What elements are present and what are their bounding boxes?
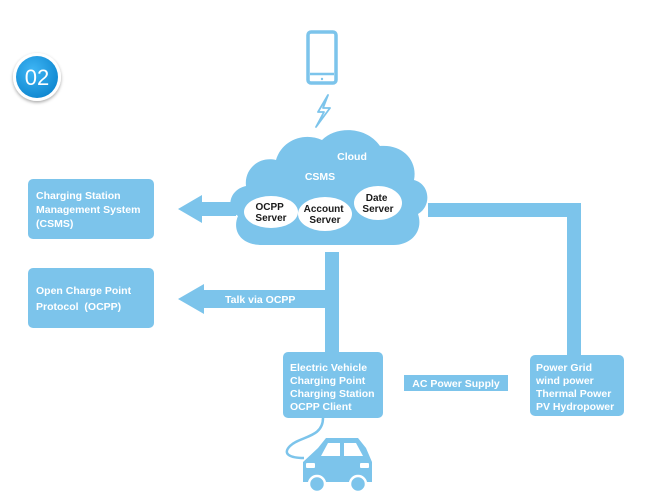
csms-box-line: (CSMS)	[36, 218, 73, 230]
charging-cable	[285, 417, 325, 460]
ocpp-box-line: Open Charge Point	[36, 285, 132, 297]
arrow-to-csms	[178, 195, 236, 223]
ev-box-line: Charging Point	[290, 375, 366, 387]
ev-box-line: OCPP Client	[290, 401, 352, 413]
cloud-label: Cloud	[337, 151, 367, 163]
badge-number: 02	[25, 65, 49, 90]
connector-cloud-to-ev	[325, 252, 339, 352]
csms-box-line: Management System	[36, 204, 140, 216]
date-server-line: Server	[362, 204, 393, 215]
power-grid-box: Power Grid wind power Thermal Power PV H…	[530, 355, 624, 416]
lightning-icon	[315, 94, 331, 128]
svg-text:Electric Vehicle Chargin: Electric Vehicle Charging Point Charging…	[290, 362, 378, 413]
connector-cloud-right	[428, 203, 581, 217]
grid-box-line: Power Grid	[536, 362, 592, 374]
talk-via-ocpp-arrow: Talk via OCPP	[178, 284, 330, 314]
step-badge: 02	[13, 53, 61, 101]
electric-car-icon	[303, 438, 372, 494]
ocpp-box-line: Protocol (OCPP)	[36, 301, 121, 313]
svg-text:Power Grid wind power: Power Grid wind power Thermal Power PV H…	[535, 362, 614, 413]
svg-text:Charging Station Managem: Charging Station Management System (CSMS…	[36, 190, 143, 230]
csms-box-line: Charging Station	[36, 190, 121, 202]
account-server-line: Server	[309, 215, 340, 226]
connector-down-to-grid	[567, 203, 581, 355]
ocpp-server-line: OCPP	[256, 202, 285, 213]
csms-box: Charging Station Management System (CSMS…	[28, 179, 154, 239]
svg-text:Date Server: Date Server	[362, 193, 393, 215]
ev-box-line: Charging Station	[290, 388, 375, 400]
date-server: Date Server	[354, 186, 402, 220]
svg-text:Account Server: Account Server	[304, 204, 347, 226]
grid-box-line: wind power	[535, 375, 594, 387]
ocpp-box: Open Charge Point Protocol (OCPP)	[28, 268, 154, 328]
ocpp-server-line: Server	[255, 213, 286, 224]
svg-text:OCPP Server: OCPP Server	[255, 202, 286, 224]
ocpp-server: OCPP Server	[244, 196, 298, 228]
grid-box-line: Thermal Power	[536, 388, 611, 400]
svg-text:Open Charge Point Protoc: Open Charge Point Protocol (OCPP)	[36, 285, 134, 313]
ac-power-supply-link: AC Power Supply	[404, 375, 508, 391]
date-server-line: Date	[366, 193, 388, 204]
ev-charging-box: Electric Vehicle Charging Point Charging…	[283, 352, 383, 418]
account-server: Account Server	[298, 197, 352, 231]
grid-box-line: PV Hydropower	[536, 401, 614, 413]
talk-via-ocpp-label: Talk via OCPP	[225, 294, 295, 306]
smartphone-icon	[306, 30, 338, 85]
ac-power-supply-label: AC Power Supply	[412, 378, 500, 390]
ev-box-line: Electric Vehicle	[290, 362, 367, 374]
cloud-subtitle: CSMS	[305, 171, 335, 183]
account-server-line: Account	[304, 204, 345, 215]
